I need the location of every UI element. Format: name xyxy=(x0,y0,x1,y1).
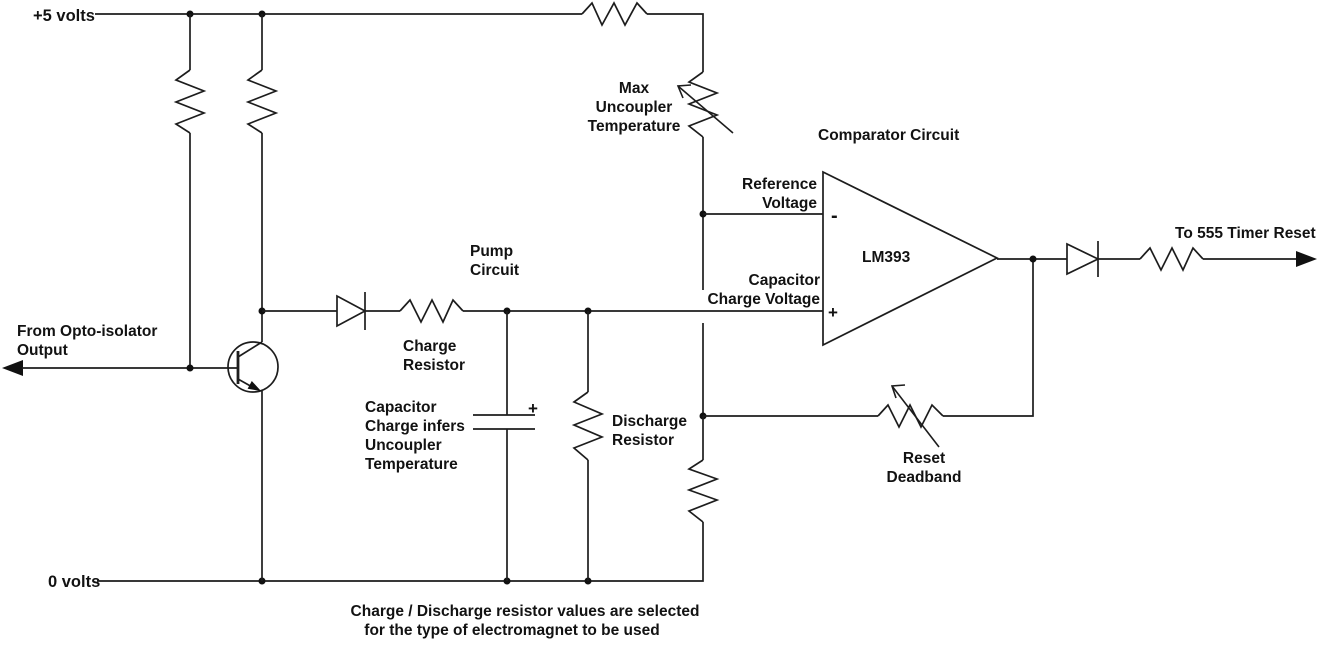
capacitor-note-line4: Temperature xyxy=(365,456,458,473)
reset-pot-label-line2: Deadband xyxy=(887,469,962,486)
pot-arrowhead-icon xyxy=(890,384,906,399)
charge-resistor-label-line2: Resistor xyxy=(403,357,465,374)
pot-wiper-arrow xyxy=(891,385,940,448)
feedback-wire xyxy=(943,259,1034,417)
discharge-resistor-label-line1: Discharge xyxy=(612,413,687,430)
transistor-body xyxy=(227,341,279,393)
reference-lower-resistor xyxy=(686,412,720,523)
resistor-zigzag xyxy=(173,69,207,134)
charge-resistor-label-line1: Charge xyxy=(403,338,457,355)
max-pot-label-line1: Max xyxy=(619,80,650,97)
reference-voltage-net xyxy=(699,137,823,415)
inverting-input-label-line2: Voltage xyxy=(762,195,817,212)
discharge-resistor-label-line2: Resistor xyxy=(612,432,674,449)
caption-line1: Charge / Discharge resistor values are s… xyxy=(351,603,700,620)
output-resistor-zigzag xyxy=(1139,246,1204,272)
capacitor-polarity-sign: + xyxy=(528,399,538,418)
comparator-part-number: LM393 xyxy=(862,249,911,266)
resistor-zigzag xyxy=(581,1,648,27)
pump-title-line1: Pump xyxy=(470,243,513,260)
resistor-zigzag xyxy=(571,391,605,461)
max-temp-potentiometer xyxy=(676,71,734,138)
pump-title-line2: Circuit xyxy=(470,262,519,279)
bottom-power-rail xyxy=(97,522,704,585)
pot-arrowhead-icon xyxy=(676,84,692,99)
max-pot-label-line3: Temperature xyxy=(588,118,681,135)
reference-top-resistor xyxy=(581,1,648,27)
collector-pullup-resistor xyxy=(245,14,279,342)
resistor-zigzag xyxy=(686,459,720,523)
base-pullup-resistor xyxy=(173,14,207,368)
junction-dot xyxy=(186,364,194,372)
reset-deadband-potentiometer xyxy=(703,259,1034,448)
output-network xyxy=(997,241,1317,277)
npn-transistor xyxy=(227,341,279,581)
top-rail-label: +5 volts xyxy=(33,7,95,25)
charge-capacitor xyxy=(473,311,535,581)
opto-input xyxy=(2,360,238,376)
bottom-rail-label: 0 volts xyxy=(48,573,100,591)
reset-pot-label-line1: Reset xyxy=(903,450,945,467)
input-label-line1: From Opto-isolator xyxy=(17,323,157,340)
output-arrow-icon xyxy=(1296,251,1317,267)
capacitor-note-line3: Uncoupler xyxy=(365,437,442,454)
top-power-rail xyxy=(95,10,704,72)
comparator-opamp xyxy=(822,170,999,347)
emitter-arrow-icon xyxy=(247,381,261,391)
resistor-zigzag xyxy=(245,69,279,134)
noninverting-input-label-line1: Capacitor xyxy=(749,272,821,289)
pump-diode-icon xyxy=(336,294,367,328)
noninverting-sign: + xyxy=(828,303,838,322)
capacitor-note-line2: Charge infers xyxy=(365,418,465,435)
noninverting-input-label-line2: Charge Voltage xyxy=(707,291,820,308)
pot-wiper-arrow xyxy=(677,85,734,134)
caption-line2: for the type of electromagnet to be used xyxy=(364,622,659,639)
inverting-sign: - xyxy=(831,205,838,227)
opamp-triangle xyxy=(822,170,999,347)
transistor-collector xyxy=(237,341,263,358)
output-diode-icon xyxy=(1066,242,1100,276)
input-arrow-icon xyxy=(2,360,23,376)
top-rail-wire-right xyxy=(647,13,704,72)
max-pot-label-line2: Uncoupler xyxy=(596,99,673,116)
input-label-line2: Output xyxy=(17,342,68,359)
bottom-rail-wire xyxy=(97,522,704,582)
pump-line xyxy=(258,292,823,330)
output-label: To 555 Timer Reset xyxy=(1175,225,1316,242)
discharge-resistor xyxy=(571,311,605,581)
pot-zigzag xyxy=(877,403,944,429)
junction-dot xyxy=(1029,255,1037,263)
comparator-title: Comparator Circuit xyxy=(818,127,959,144)
charge-resistor-zigzag xyxy=(399,298,464,324)
inverting-input-label-line1: Reference xyxy=(742,176,817,193)
pot-zigzag xyxy=(686,71,720,138)
capacitor-note-line1: Capacitor xyxy=(365,399,437,416)
